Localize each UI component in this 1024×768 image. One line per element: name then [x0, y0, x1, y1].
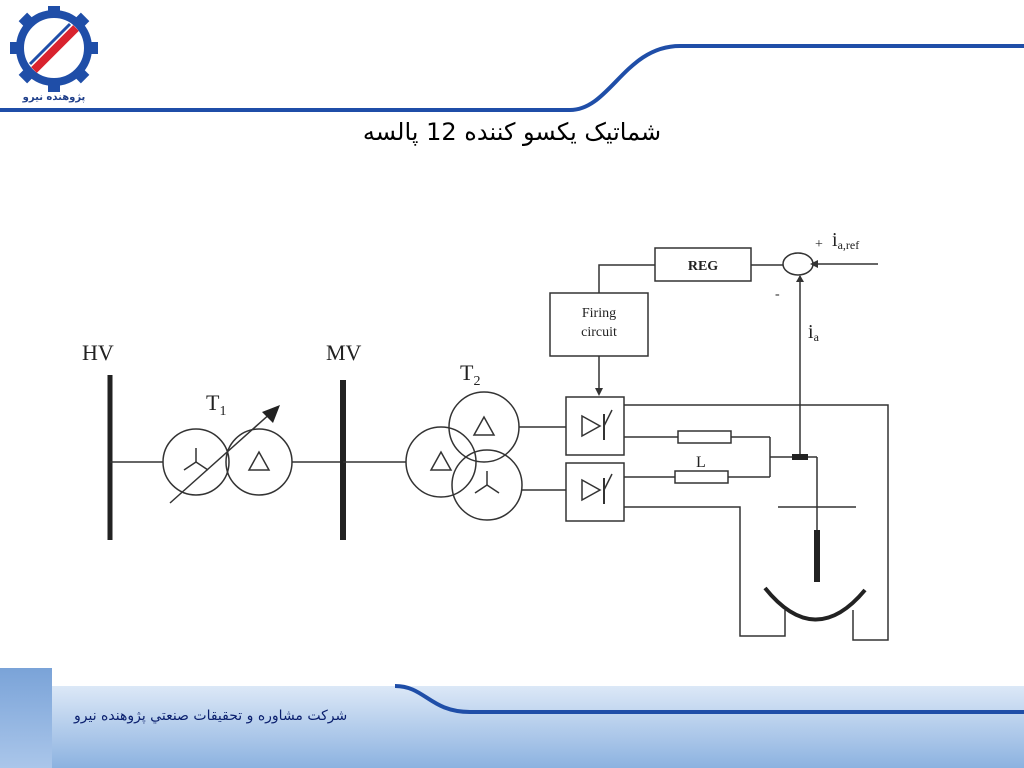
wye-icon [474, 471, 500, 494]
footer-company-name: شرکت مشاوره و تحقیقات صنعتي پژوهنده نیرو [74, 708, 348, 724]
thyristor-bridge-upper [565, 396, 625, 456]
arrow-icon [595, 388, 603, 396]
thyristor-bridge-lower [565, 462, 625, 522]
t1-label: T1 [206, 390, 226, 419]
firing-circuit-label-2: circuit [581, 325, 617, 340]
summing-junction [782, 252, 814, 276]
inductor-upper [677, 430, 732, 444]
header-curve [0, 44, 1024, 112]
rectifier-diagram: HV T1 MV T2 [82, 229, 889, 641]
i-ref-label: ia,ref [832, 229, 859, 252]
hv-label: HV [82, 340, 114, 365]
t2-label: T2 [460, 360, 480, 389]
plus-sign: + [815, 237, 823, 252]
i-a-label: ia [808, 321, 820, 344]
transformer-t2 [405, 391, 523, 521]
footer-band [0, 668, 1024, 768]
logo-gear-icon [10, 4, 98, 92]
wye-icon [183, 448, 209, 471]
delta-icon [247, 450, 271, 471]
company-logo: پژوهنده نیرو [8, 4, 100, 110]
reg-label: REG [688, 259, 718, 274]
arrow-icon [796, 275, 804, 282]
transformer-t1 [162, 405, 293, 504]
minus-sign: - [775, 287, 780, 302]
arrow-icon [810, 260, 818, 268]
current-sensor [792, 454, 808, 460]
delta-icon [429, 450, 453, 471]
furnace-vessel [763, 586, 867, 622]
inductor-lower [674, 470, 729, 484]
logo-text: پژوهنده نیرو [22, 92, 86, 103]
mv-label: MV [326, 340, 362, 365]
arrow-icon [262, 405, 280, 423]
inductor-label: L [696, 454, 706, 471]
slide-title: شماتیک یکسو کننده 12 پالسه [362, 118, 662, 146]
delta-icon [472, 415, 496, 436]
firing-circuit-label-1: Firing [582, 306, 616, 321]
